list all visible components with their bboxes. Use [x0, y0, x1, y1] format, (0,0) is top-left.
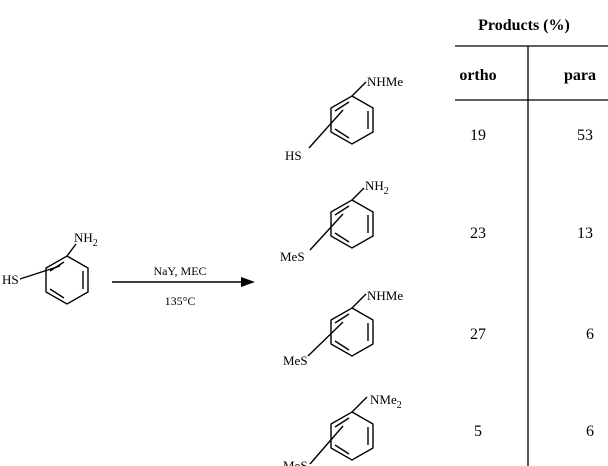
benzene-ring-icon: [307, 293, 374, 357]
amine-label: NH2: [74, 230, 98, 249]
amine-label: NH2: [365, 178, 389, 197]
reagent-label: NaY, MEC: [153, 264, 206, 278]
benzene-ring-icon: [308, 81, 374, 149]
table-header: Products (%): [478, 17, 570, 34]
methylthio-label: MeS: [280, 249, 305, 264]
amine-label: NHMe: [367, 74, 403, 89]
table-cell-para-3: 6: [586, 326, 594, 343]
methylthio-label: MeS: [283, 353, 308, 368]
temperature-label: 135°C: [165, 294, 196, 308]
thiol-label: HS: [2, 272, 19, 287]
table-cell-ortho-1: 19: [470, 127, 486, 144]
benzene-ring-icon: [309, 187, 374, 251]
table-cell-para-1: 53: [577, 127, 593, 144]
arrowhead-icon: [241, 277, 255, 287]
table-cell-ortho-3: 27: [470, 326, 486, 343]
table-cell-ortho-2: 23: [470, 225, 486, 242]
product-1: NHMe HS: [285, 74, 403, 163]
methylthio-label: MeS: [283, 458, 308, 466]
benzene-ring-icon: [309, 396, 374, 465]
table-cell-ortho-4: 5: [474, 423, 482, 440]
product-4: NMe2 MeS: [283, 392, 402, 466]
thiol-label: HS: [285, 148, 302, 163]
column-header-ortho: ortho: [459, 67, 496, 84]
products-table: Products (%) ortho para 19 53 23 13 27 6…: [455, 17, 608, 466]
column-header-para: para: [564, 67, 596, 84]
benzene-ring-icon: [19, 243, 89, 305]
starting-material: NH2 HS: [2, 230, 98, 305]
product-3: NHMe MeS: [283, 288, 403, 368]
table-cell-para-2: 13: [577, 225, 593, 242]
product-2: NH2 MeS: [280, 178, 389, 264]
amine-label: NMe2: [370, 392, 402, 411]
amine-label: NHMe: [367, 288, 403, 303]
table-cell-para-4: 6: [586, 423, 594, 440]
reaction-arrow-group: NaY, MEC 135°C: [112, 264, 255, 308]
